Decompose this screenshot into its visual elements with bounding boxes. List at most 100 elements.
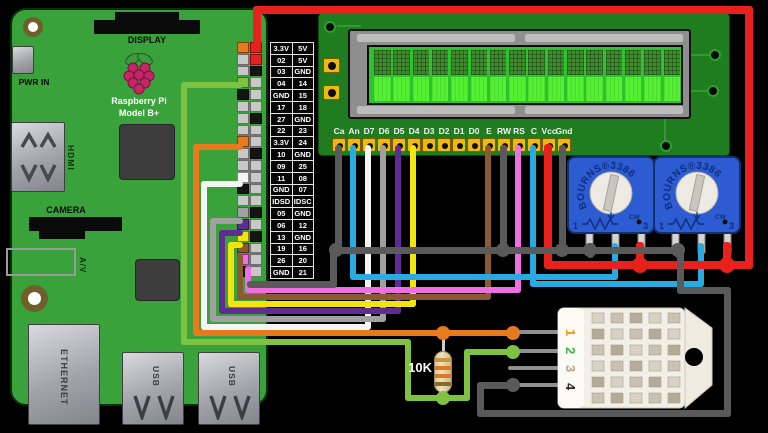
lcd-char-cell-bottom <box>489 77 507 101</box>
gpio-pin-r4-right[interactable] <box>250 77 262 89</box>
gpio-pin-r11-left[interactable] <box>237 160 249 171</box>
wire-white-d7 <box>365 145 371 330</box>
gpio-pin-r9-right[interactable] <box>250 136 262 148</box>
camera-connector-label: CAMERA <box>46 205 86 215</box>
lcd-bezel-bar <box>357 106 515 114</box>
gpio-pin-r8-right[interactable] <box>250 124 262 136</box>
wire-gnd-rw <box>499 144 507 254</box>
trimpot-backlight[interactable]: BOURNS®3386 CW 1 3 <box>566 151 656 255</box>
gpio-pin-r19-right[interactable] <box>250 254 262 266</box>
gpio-pin-r16-left[interactable] <box>237 219 249 230</box>
wire-blue-contrast <box>530 145 536 287</box>
wire-gray-d6 <box>210 218 216 322</box>
wire-gnd-main <box>676 286 731 294</box>
lcd-pin-label-rs: RS <box>513 126 525 136</box>
lcd-pin-label-rw: RW <box>496 126 511 136</box>
gpio-pin-r7-right[interactable] <box>250 112 262 124</box>
lcd-char-cell-bottom <box>412 77 430 101</box>
pcb-trace <box>679 90 707 92</box>
gpio-pin-r17-right[interactable] <box>250 230 262 242</box>
gpio-pin-r10-left[interactable] <box>237 148 249 159</box>
lcd-pin-label-d6: D6 <box>378 126 390 136</box>
lcd-char-cell-bottom <box>470 77 487 101</box>
gpio-pin-r11-right[interactable] <box>250 160 262 171</box>
junction-dot <box>329 243 343 257</box>
usb-prongs-icon <box>209 395 251 420</box>
lcd-pin-pad-d1[interactable] <box>452 138 466 152</box>
gpio-pin-r20-right[interactable] <box>250 266 262 277</box>
gpio-pin-r3-right[interactable] <box>250 65 262 77</box>
resistor-band <box>435 366 451 370</box>
ethernet-connector-label: ETHERNET <box>59 348 69 406</box>
gpio-pin-r8-left[interactable] <box>237 124 249 136</box>
usb-connector-right: USB <box>198 352 260 425</box>
gpio-pin-r14-left[interactable] <box>237 195 249 207</box>
junction-dot <box>583 243 597 257</box>
wire-magenta-rs <box>245 266 251 293</box>
gpio-pin-r5-left[interactable] <box>237 89 249 100</box>
gpio-pin-r12-left[interactable] <box>237 171 249 183</box>
lcd-char-cell-bottom <box>374 77 391 101</box>
gpio-pin-r9-left[interactable] <box>237 136 249 148</box>
lcd-pin-label-d1: D1 <box>453 126 465 136</box>
lcd-pin-label-d0: D0 <box>468 126 480 136</box>
wire-purple-d5 <box>219 230 243 236</box>
lcd-char-cell-top <box>644 50 661 75</box>
gpio-pin-r1-left[interactable] <box>237 42 249 53</box>
lcd-char-cell-top <box>509 50 526 75</box>
gpio-table-cell: 15 <box>291 89 314 102</box>
gpio-pin-r2-left[interactable] <box>237 53 249 65</box>
lcd-char-cell-top <box>528 50 545 75</box>
wire-brown-e <box>237 294 491 300</box>
gpio-pin-r17-left[interactable] <box>237 230 249 242</box>
gpio-pin-r18-right[interactable] <box>250 242 262 254</box>
mount-hole-bottom-left-inner <box>28 292 41 305</box>
camera-connector <box>29 217 122 231</box>
lcd-pin-label-an: An <box>348 126 360 136</box>
gpio-pin-r7-left[interactable] <box>237 112 249 124</box>
trimpot-contrast[interactable]: BOURNS®3386 CW 1 3 <box>652 151 742 255</box>
gpio-pin-r6-left[interactable] <box>237 101 249 112</box>
gpio-pin-r13-right[interactable] <box>250 183 262 195</box>
wire-brown-e <box>237 254 243 300</box>
gpio-pin-r13-left[interactable] <box>237 183 249 195</box>
wire-green-gpio4 <box>181 82 187 345</box>
camera-connector-tab <box>39 231 85 239</box>
gpio-pin-r6-right[interactable] <box>250 101 262 112</box>
lcd-pin-label-d3: D3 <box>423 126 435 136</box>
gpio-pin-r15-left[interactable] <box>237 207 249 218</box>
lcd-bezel-bar <box>525 106 683 114</box>
wire-white-d7 <box>201 324 371 330</box>
lcd-pin-pad-d3[interactable] <box>422 138 436 152</box>
wire-brown-e <box>485 145 491 300</box>
wire-gray-d6 <box>210 218 243 224</box>
usb-connector-left: USB <box>122 352 184 425</box>
lcd-char-cell-top <box>431 50 449 75</box>
junction-dot <box>436 326 450 340</box>
wire-magenta-rs <box>515 145 521 293</box>
lcd-pin-pad-d0[interactable] <box>467 138 481 152</box>
svg-text:3: 3 <box>643 221 648 231</box>
wire-magenta-rs <box>245 287 521 293</box>
gpio-pin-r10-right[interactable] <box>250 148 262 159</box>
wire-blue-contrast <box>530 281 704 287</box>
wire-green-gpio4 <box>405 339 411 401</box>
gpio-pin-r5-right[interactable] <box>250 89 262 100</box>
junction-dot <box>555 243 569 257</box>
wire-gnd-main <box>476 409 731 417</box>
gpio-pin-r16-right[interactable] <box>250 219 262 230</box>
gpio-pin-r12-right[interactable] <box>250 171 262 183</box>
wire-gray-d6 <box>210 316 386 322</box>
wire-yellow-d4 <box>228 242 243 248</box>
lcd-pin-label-d5: D5 <box>393 126 405 136</box>
lcd-pin-pad-d2[interactable] <box>437 138 451 152</box>
lcd-char-cell-top <box>393 50 410 75</box>
wire-yellow-d4 <box>228 301 416 307</box>
svg-text:1: 1 <box>659 221 664 231</box>
wire-orange-3v3 <box>193 144 243 150</box>
lcd-char-cell-bottom <box>393 77 410 101</box>
gpio-pin-r2-right[interactable] <box>250 53 262 65</box>
gpio-pin-r15-right[interactable] <box>250 207 262 218</box>
gpio-pin-r14-right[interactable] <box>250 195 262 207</box>
gpio-pin-r3-left[interactable] <box>237 65 249 77</box>
